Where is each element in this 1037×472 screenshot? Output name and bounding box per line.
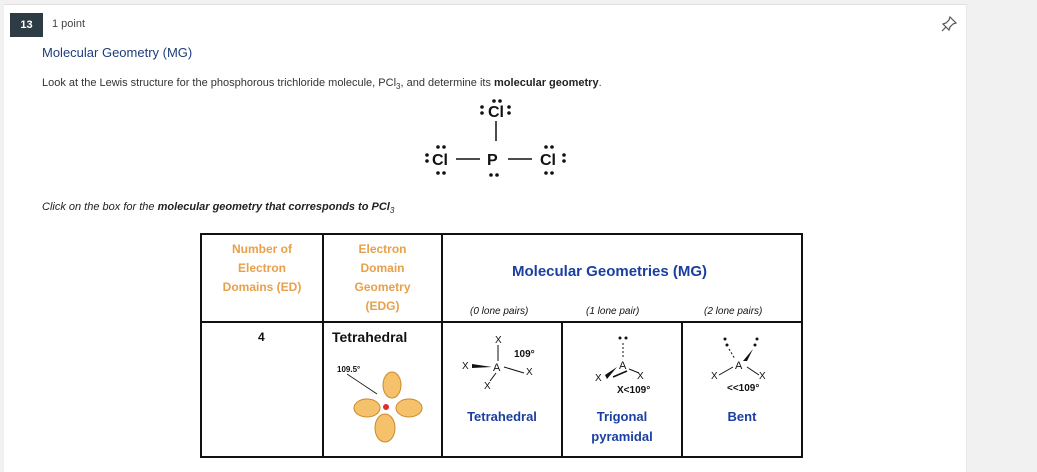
trigonal-angle: X<109° [617, 385, 650, 396]
col-ed-header: Number of Electron Domains (ED) [202, 240, 322, 297]
prompt-bold: molecular geometry [494, 77, 599, 89]
col-edg-header-line4: (EDG) [365, 299, 400, 313]
lewis-p: P [487, 152, 498, 169]
mg-name-trigonal-line2: pyramidal [591, 429, 653, 444]
mg-name-trigonal-line1: Trigonal [596, 409, 648, 424]
mg-option-trigonal-pyramidal[interactable]: A X X X<109° Trigonal pyramidal [563, 323, 681, 456]
mg-name-bent: Bent [727, 409, 757, 424]
svg-text:X: X [462, 361, 469, 372]
pin-icon[interactable] [941, 16, 957, 32]
ed-value: 4 [258, 330, 265, 344]
lewis-left-cl: Cl [432, 152, 448, 169]
col-edg-header: Electron Domain Geometry (EDG) [324, 240, 441, 316]
lewis-top-cl: Cl [488, 104, 504, 121]
instruction-subscript: 3 [389, 206, 395, 216]
lone-pairs-1: (1 lone pair) [586, 306, 640, 317]
prompt-end: . [598, 77, 602, 89]
prompt-text: Look at the Lewis structure for the phos… [42, 77, 397, 89]
svg-text:A: A [735, 360, 743, 372]
lewis-right-cl: Cl [540, 152, 556, 169]
bent-angle: <<109° [727, 383, 759, 394]
lone-pairs-2: (2 lone pairs) [704, 306, 763, 317]
col-ed-header-line2: Electron [237, 261, 286, 275]
tetrahedral-molecule-image: X X X X A 109° [462, 335, 535, 392]
prompt-mid: , and determine its [400, 77, 495, 89]
mg-option-tetrahedral[interactable]: X X X X A 109° Tetrahedral [443, 323, 561, 456]
trigonal-pyramidal-molecule-image: A X X X<109° [595, 336, 650, 396]
svg-text:A: A [493, 362, 501, 374]
question-points: 1 point [52, 18, 86, 30]
edg-angle-label: 109.5° [337, 365, 360, 374]
tetrahedral-orbital-image: 109.5° [337, 365, 423, 443]
mg-header: Molecular Geometries (MG) [512, 263, 708, 280]
mg-name-trigonal-pyramidal: Trigonal pyramidal [563, 407, 681, 447]
edg-value: Tetrahedral [332, 329, 408, 345]
question-title: Molecular Geometry (MG) [42, 45, 193, 60]
svg-text:A: A [619, 360, 627, 372]
question-card: 13 1 point Molecular Geometry (MG) Look … [4, 4, 967, 472]
col-edg-header-line2: Domain [360, 261, 405, 275]
prompt-subscript: 3 [396, 82, 401, 92]
bent-molecule-image: A X X <<109° [711, 337, 766, 394]
svg-text:X: X [526, 367, 533, 378]
question-number: 13 [10, 13, 43, 37]
mg-option-bent[interactable]: A X X <<109° Bent [683, 323, 801, 456]
instruction-text: Click on the box for the molecular geome… [42, 201, 394, 215]
instruction-pre: Click on the box for the [42, 201, 158, 213]
mg-name-tetrahedral: Tetrahedral [467, 409, 537, 424]
svg-text:X: X [595, 373, 602, 384]
lewis-structure-pcl3: Cl Cl P Cl [425, 99, 566, 177]
svg-text:X: X [495, 335, 502, 346]
geometry-table: Number of Electron Domains (ED) Electron… [200, 233, 803, 458]
svg-text:X: X [711, 371, 718, 382]
col-ed-header-line3: Domains (ED) [222, 280, 302, 294]
instruction-bold: molecular geometry that corresponds to P… [157, 201, 390, 213]
tetrahedral-angle: 109° [514, 349, 535, 360]
svg-text:X: X [484, 381, 491, 392]
col-ed-header-line1: Number of [232, 242, 292, 256]
col-edg-header-line1: Electron [358, 242, 407, 256]
svg-text:X: X [759, 371, 766, 382]
lone-pairs-0: (0 lone pairs) [470, 306, 529, 317]
col-edg-header-line3: Geometry [354, 280, 411, 294]
question-prompt: Look at the Lewis structure for the phos… [42, 77, 602, 91]
svg-text:X: X [637, 371, 644, 382]
